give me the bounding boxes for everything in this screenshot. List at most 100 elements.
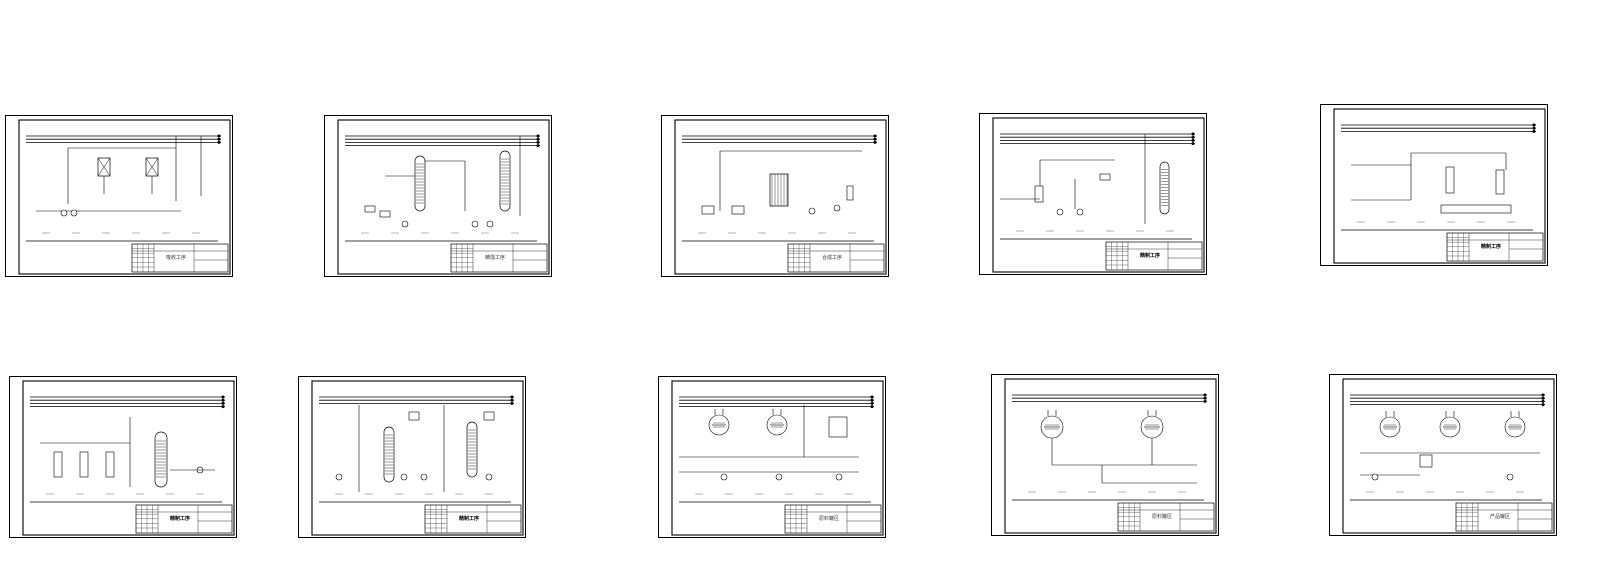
sheet-title-label: 精制工序 — [1140, 253, 1161, 259]
sheet-title-label: 产品罐区 — [1490, 514, 1511, 520]
flow-arrow-marker — [1532, 123, 1536, 127]
drawing-frame — [22, 380, 235, 536]
drawing-frame — [674, 119, 887, 275]
drawing-frame — [1342, 378, 1555, 534]
process-flow-diagram — [337, 119, 550, 275]
column-shell — [466, 421, 478, 478]
title-block — [1117, 502, 1215, 532]
pump-symbol — [471, 220, 479, 228]
flow-arrow-marker — [870, 405, 874, 409]
pump-symbol — [720, 473, 728, 481]
equipment-box — [1419, 454, 1433, 468]
sheet-title-label: 精馏工序 — [485, 255, 506, 261]
column-shell — [499, 150, 511, 212]
flow-arrow-marker — [1191, 135, 1195, 139]
flow-arrow-marker — [536, 140, 540, 144]
sheet-title-label: 原料罐区 — [819, 516, 840, 522]
flow-arrow-marker — [536, 134, 540, 138]
storage-tank — [828, 416, 848, 438]
flow-arrow-marker — [873, 140, 877, 144]
flow-arrow-marker — [221, 398, 225, 402]
pump-symbol — [1076, 208, 1084, 216]
process-flow-diagram — [674, 119, 887, 275]
flow-arrow-marker — [536, 137, 540, 141]
flow-arrow-marker — [217, 137, 221, 141]
drawing-sheet[interactable]: 精制工序 — [979, 113, 1207, 275]
distillation-column — [499, 150, 511, 212]
drawing-sheet[interactable]: 精制工序 — [1320, 104, 1548, 266]
column-shell — [383, 426, 395, 483]
pump-symbol — [808, 207, 816, 215]
sheet-title-label: 原料罐区 — [1152, 514, 1173, 520]
title-block — [135, 504, 233, 534]
sheet-title-label: 合成工序 — [822, 255, 843, 261]
heat-exchanger — [769, 173, 789, 207]
column-shell — [1159, 161, 1170, 215]
drawing-sheet[interactable]: 合成工序 — [661, 115, 889, 277]
pump-symbol — [401, 220, 409, 228]
pump-symbol — [335, 473, 343, 481]
flow-arrow-marker — [870, 401, 874, 405]
sheet-title-label: 精制工序 — [1481, 244, 1502, 250]
pipe-line — [97, 157, 111, 177]
title-block — [450, 243, 548, 273]
drawing-sheet[interactable]: 原料罐区 — [991, 374, 1219, 536]
drawing-sheet[interactable]: 原料罐区 — [658, 376, 886, 538]
drawing-frame — [671, 380, 884, 536]
drawing-sheet[interactable]: 吸收工序 — [5, 115, 233, 277]
pump-symbol — [70, 209, 78, 217]
pump-symbol — [485, 473, 493, 481]
separator-vessel — [1445, 166, 1455, 194]
flow-arrow-marker — [221, 401, 225, 405]
title-block — [1446, 232, 1544, 262]
separator-vessel — [1034, 185, 1044, 203]
pipe-line — [145, 157, 159, 177]
drawing-frame — [337, 119, 550, 275]
process-flow-diagram — [311, 380, 524, 536]
process-flow-diagram — [1004, 378, 1217, 534]
equipment-box — [1099, 173, 1111, 181]
sheet-title-label: 精制工序 — [459, 516, 480, 522]
title-block — [1105, 241, 1203, 271]
drawing-sheet[interactable]: 产品罐区 — [1329, 374, 1557, 536]
pump-symbol — [833, 204, 841, 212]
equipment-box — [483, 411, 495, 421]
drawing-sheet[interactable]: 精制工序 — [9, 376, 237, 538]
flow-arrow-marker — [510, 398, 514, 402]
equipment-box — [408, 411, 420, 421]
process-flow-diagram — [671, 380, 884, 536]
drawing-sheet[interactable]: 精制工序 — [298, 376, 526, 538]
pump-symbol — [1506, 473, 1514, 481]
process-flow-diagram — [992, 117, 1205, 273]
pump-symbol — [775, 473, 783, 481]
flow-arrow-marker — [1541, 393, 1545, 397]
pump-symbol — [486, 220, 494, 228]
distillation-column — [466, 421, 478, 478]
flow-arrow-marker — [510, 401, 514, 405]
flow-arrow-marker — [870, 398, 874, 402]
flow-arrow-marker — [1532, 129, 1536, 133]
flow-arrow-marker — [1541, 399, 1545, 403]
title-block — [131, 243, 229, 273]
drawing-frame — [1004, 378, 1217, 534]
title-block — [784, 504, 882, 534]
flow-arrow-marker — [1203, 396, 1207, 400]
separator-vessel — [79, 451, 89, 478]
distillation-column — [1159, 161, 1170, 215]
drawing-frame — [992, 117, 1205, 273]
title-block — [787, 243, 885, 273]
flow-arrow-marker — [221, 395, 225, 399]
flow-arrow-marker — [536, 144, 540, 148]
distillation-column — [154, 431, 168, 488]
equipment-box — [364, 205, 376, 213]
drawing-sheet[interactable]: 精馏工序 — [324, 115, 552, 277]
flow-arrow-marker — [1191, 132, 1195, 136]
flow-arrow-marker — [221, 405, 225, 409]
distillation-column — [414, 155, 426, 212]
flow-arrow-marker — [1203, 393, 1207, 397]
flow-arrow-marker — [1532, 126, 1536, 130]
flow-arrow-marker — [1191, 138, 1195, 142]
pump-symbol — [1056, 208, 1064, 216]
process-flow-diagram — [18, 119, 231, 275]
flow-arrow-marker — [1203, 399, 1207, 403]
